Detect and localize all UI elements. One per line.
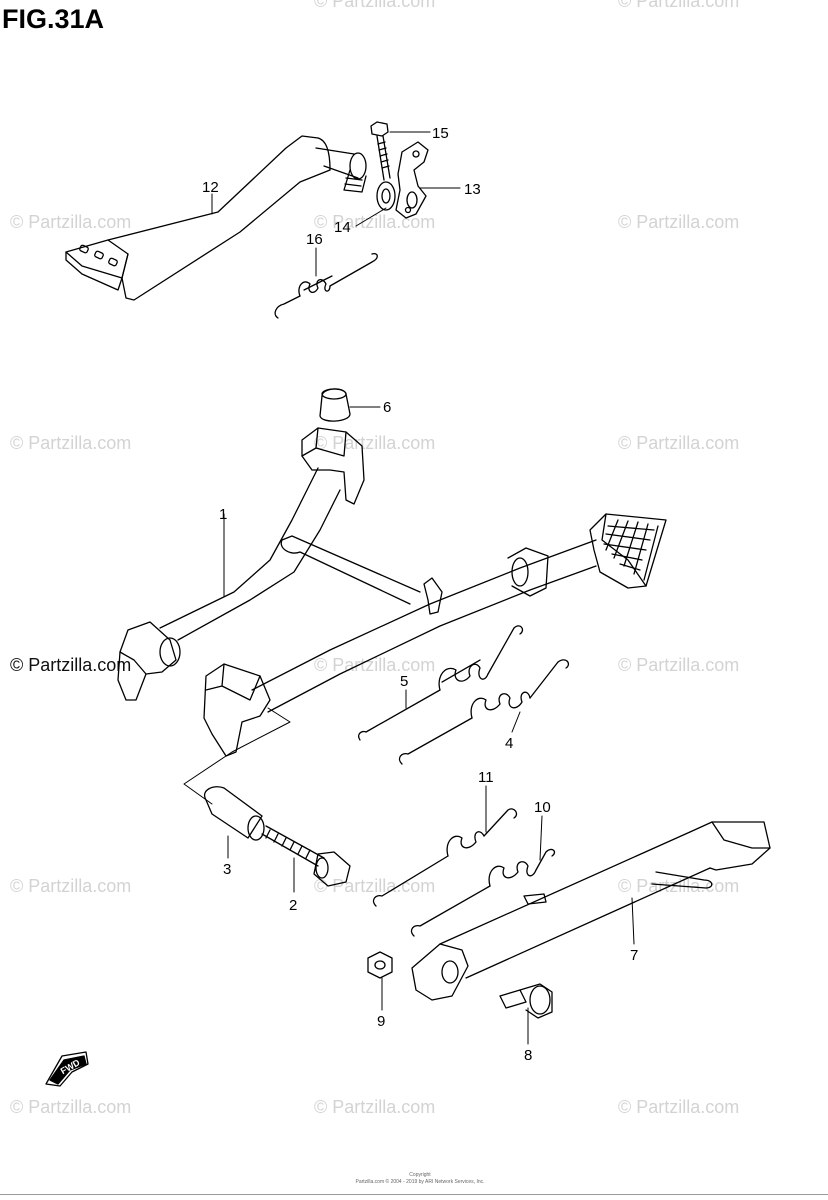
callout-6: 6: [383, 399, 391, 416]
callout-10: 10: [534, 799, 551, 816]
callout-5: 5: [400, 673, 408, 690]
callout-13: 13: [464, 181, 481, 198]
rubber-stopper-part-6: [319, 388, 351, 422]
watermark: © Partzilla.com: [314, 876, 436, 896]
spring-part-4: [398, 659, 570, 765]
bolt-part-2: [261, 825, 351, 887]
watermark: © Partzilla.com: [618, 0, 740, 11]
watermark: © Partzilla.com: [314, 1097, 436, 1117]
callout-11: 11: [478, 769, 494, 786]
watermark: © Partzilla.com: [10, 212, 132, 232]
watermark: © Partzilla.com: [618, 212, 740, 232]
center-stand-part-1: [117, 427, 667, 757]
callout-9: 9: [377, 1013, 385, 1030]
brake-arm-part-13: [395, 141, 429, 219]
callout-8: 8: [524, 1047, 532, 1064]
watermark: © Partzilla.com: [314, 655, 436, 675]
watermark: © Partzilla.com: [618, 433, 740, 453]
callout-7: 7: [630, 947, 638, 964]
nut-part-9: [367, 951, 393, 979]
leader-lines: [211, 131, 635, 1045]
spring-part-11: [372, 808, 518, 907]
watermark: © Partzilla.com: [10, 1097, 132, 1117]
bolt-part-15: [370, 121, 391, 181]
callout-4: 4: [505, 735, 513, 752]
callout-3: 3: [223, 861, 231, 878]
copyright-line: Copyright: [409, 1172, 431, 1178]
brake-pedal-part: [65, 135, 367, 301]
callout-1: 1: [219, 506, 227, 523]
watermark: © Partzilla.com: [618, 1097, 740, 1117]
figure-title: FIG.31A: [2, 4, 105, 34]
callout-2: 2: [289, 897, 297, 914]
watermark: © Partzilla.com: [10, 876, 132, 896]
callout-15: 15: [432, 125, 449, 142]
bottom-divider: [0, 1194, 828, 1195]
callout-16: 16: [306, 231, 323, 248]
copyright-footer: Copyright Partzilla.com © 2004 - 2019 by…: [340, 1172, 500, 1186]
forward-direction-icon: FWD: [45, 1051, 89, 1087]
callout-14: 14: [334, 219, 351, 236]
washer-part-14: [376, 181, 396, 211]
collar-part-3: [203, 786, 265, 841]
pivot-bolt-part-8: [499, 983, 553, 1019]
watermark: © Partzilla.com: [314, 0, 436, 11]
copyright-line: Partzilla.com © 2004 - 2019 by ARI Netwo…: [355, 1179, 485, 1185]
spring-part-16: [274, 252, 378, 319]
spring-part-5: [358, 625, 524, 741]
watermark: © Partzilla.com: [10, 655, 132, 675]
watermark: © Partzilla.com: [10, 433, 132, 453]
spring-part-10: [410, 848, 556, 937]
side-stand-part-7: [411, 821, 771, 1001]
watermark: © Partzilla.com: [618, 655, 740, 675]
callout-12: 12: [202, 179, 219, 196]
